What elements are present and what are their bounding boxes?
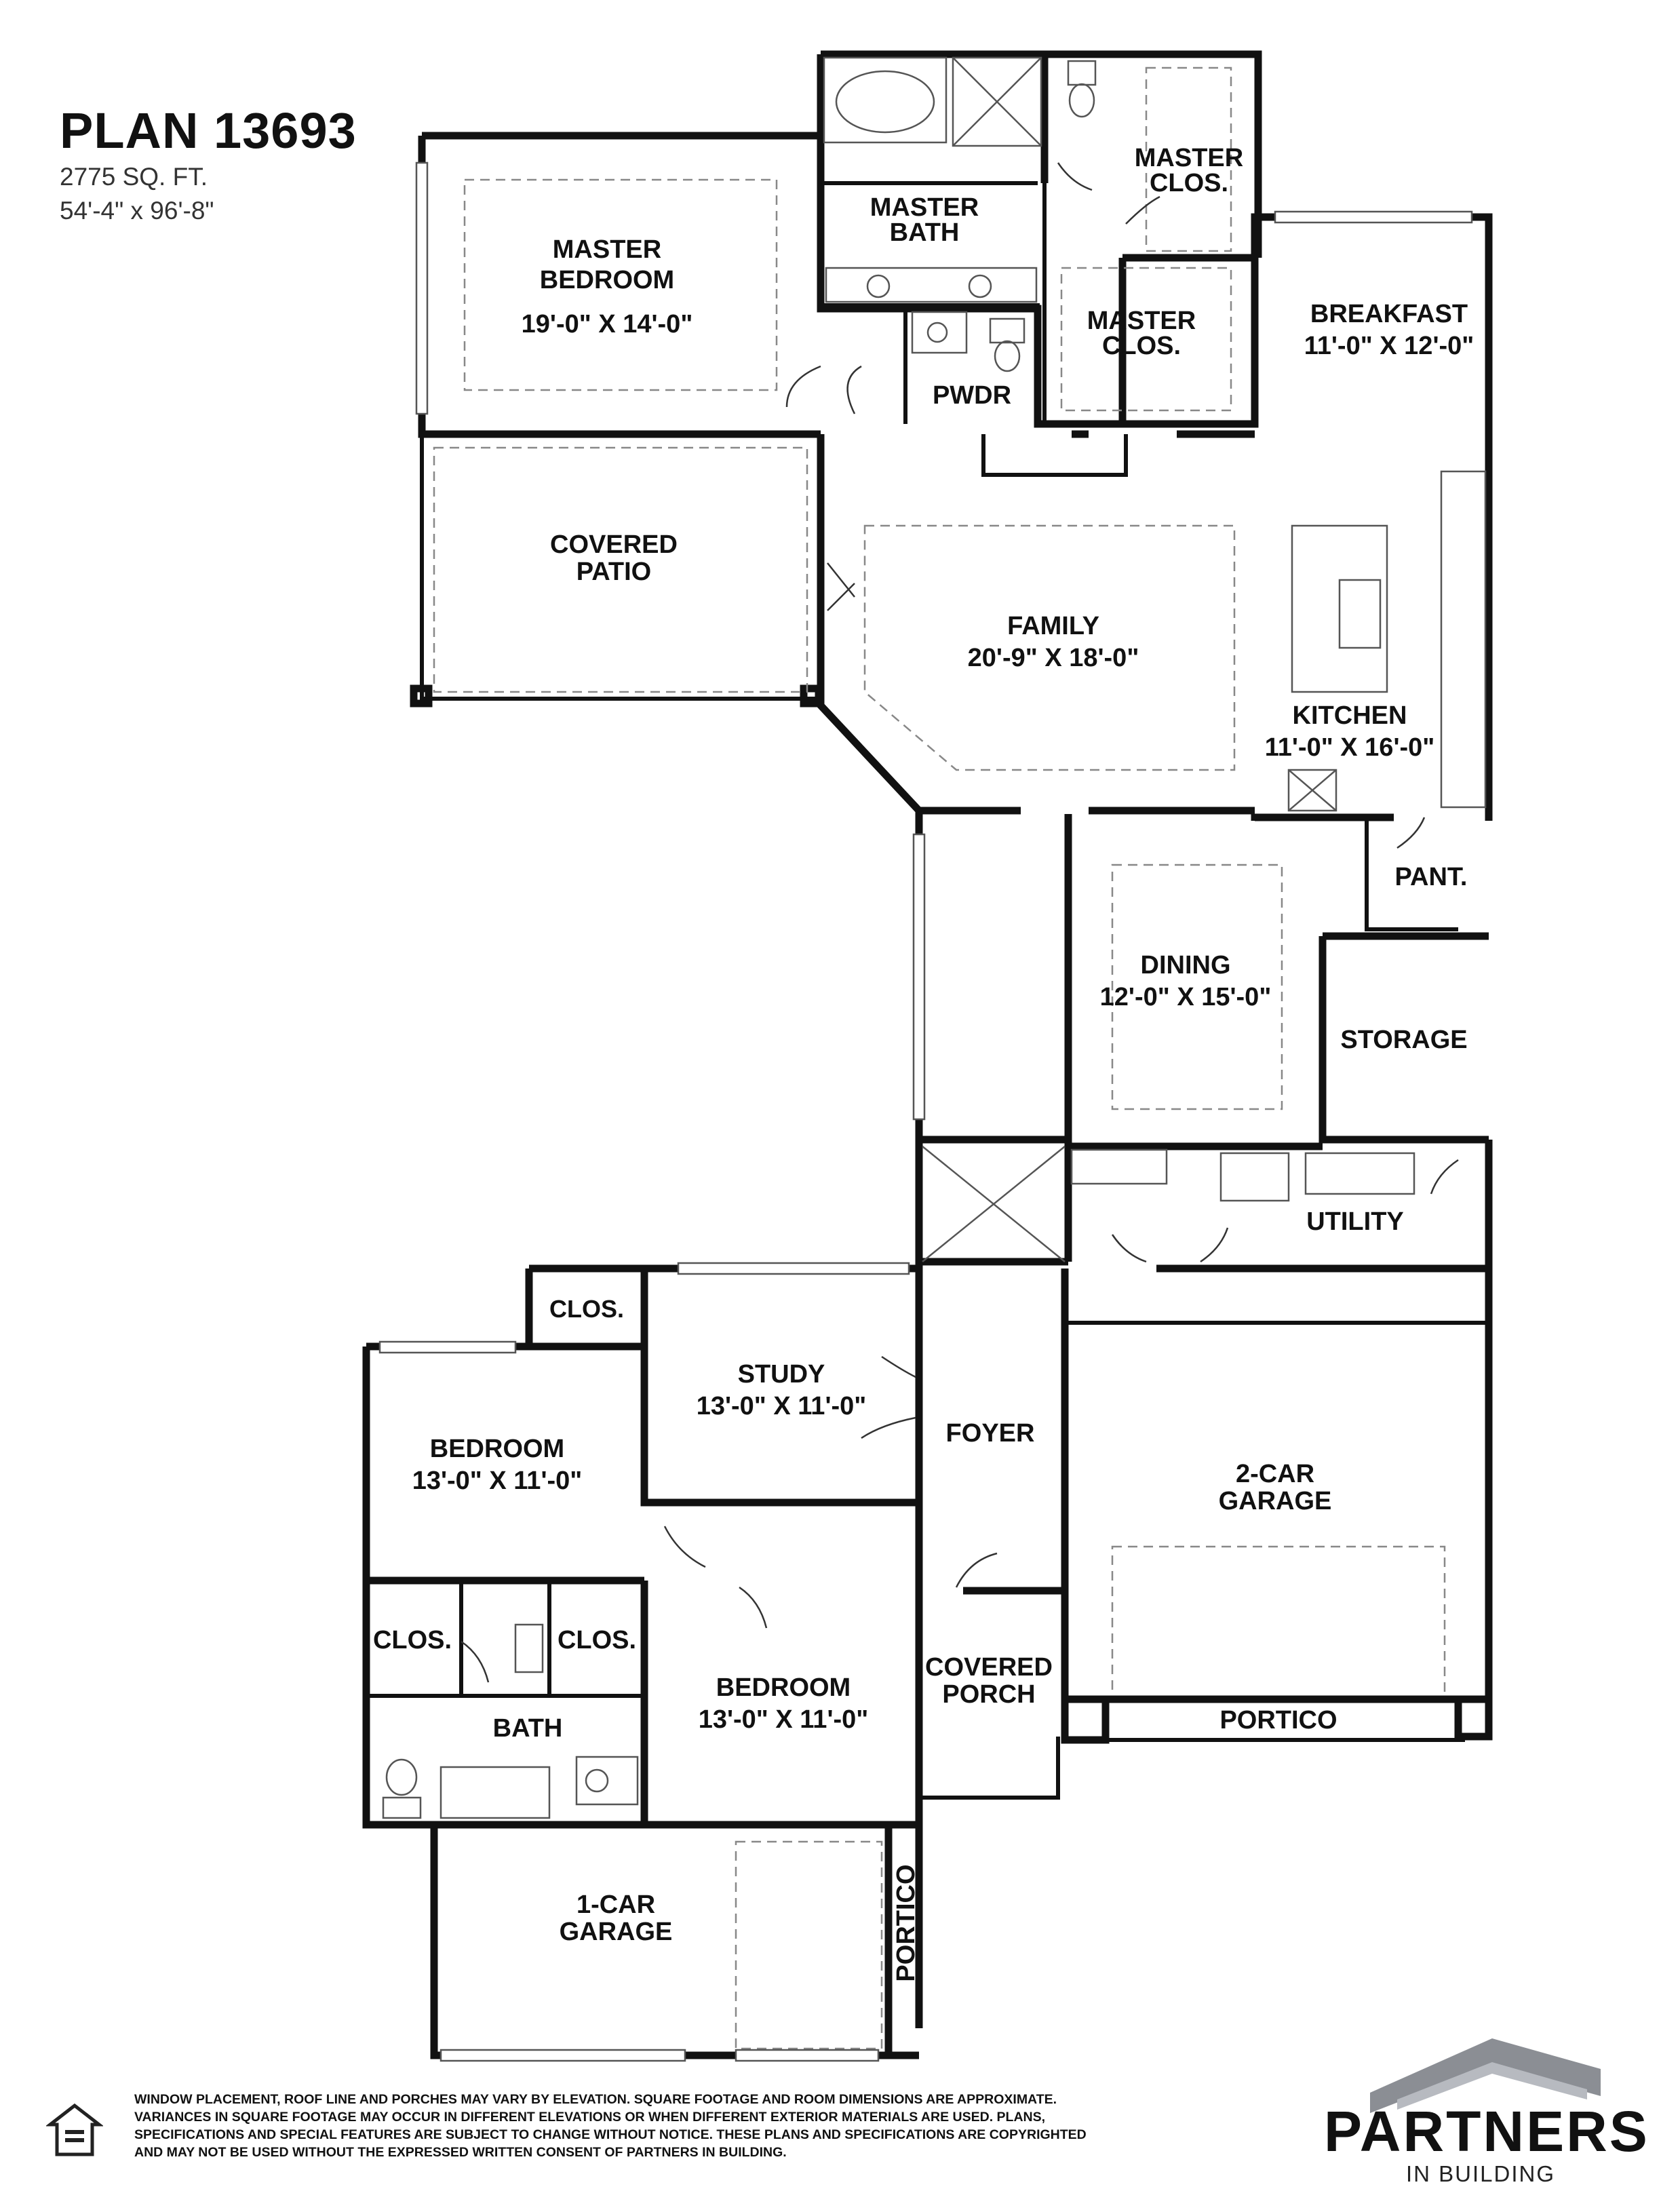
portico-main-label: PORTICO	[1219, 1706, 1337, 1735]
covered-patio-label: COVERED	[550, 530, 678, 559]
master-clos-upper-label-2: CLOS.	[1150, 169, 1228, 197]
master-clos-upper-label: MASTER	[1135, 144, 1243, 172]
bedroom-2-label: BEDROOM	[430, 1435, 564, 1463]
family-label: FAMILY	[1007, 612, 1099, 640]
bath-label: BATH	[493, 1714, 563, 1743]
master-fixtures	[823, 56, 1232, 412]
equal-housing-logo	[46, 2103, 103, 2156]
master-bedroom-size: 19'-0" X 14'-0"	[522, 310, 693, 338]
brand-subtitle: IN BUILDING	[1406, 2161, 1556, 2186]
disclaimer-line: AND MAY NOT BE USED WITHOUT THE EXPRESSE…	[134, 2145, 787, 2160]
study-garage-walls	[525, 1262, 1493, 2028]
master-bedroom-label-2: BEDROOM	[540, 266, 674, 294]
study-label: STUDY	[738, 1360, 825, 1389]
master-bath-label: MASTER	[870, 193, 979, 222]
portico-side-label: PORTICO	[892, 1864, 920, 1981]
bedroom-3-size: 13'-0" X 11'-0"	[699, 1705, 869, 1734]
master-clos-lower-label-2: CLOS.	[1102, 332, 1181, 360]
family-size: 20'-9" X 18'-0"	[968, 644, 1139, 672]
clos-right-label: CLOS.	[558, 1626, 636, 1654]
storage-label: STORAGE	[1340, 1026, 1467, 1054]
disclaimer-line: SPECIFICATIONS AND SPECIAL FEATURES ARE …	[134, 2127, 1087, 2142]
study-size: 13'-0" X 11'-0"	[697, 1392, 867, 1420]
dining-walls	[919, 814, 1493, 1737]
garage-1car-label-2: GARAGE	[560, 1918, 673, 1946]
door-swings	[461, 162, 1459, 1683]
kitchen-walls	[981, 430, 1487, 931]
garage-2car-label-2: GARAGE	[1219, 1487, 1332, 1515]
foyer-label: FOYER	[946, 1419, 1035, 1448]
kitchen-size: 11'-0" X 16'-0"	[1265, 733, 1435, 762]
pwdr-label: PWDR	[933, 381, 1011, 410]
covered-patio-label-2: PATIO	[577, 558, 651, 586]
plan-title: PLAN 13693	[60, 102, 357, 159]
pantry-label: PANT.	[1395, 863, 1468, 891]
dining-size: 12'-0" X 15'-0"	[1100, 983, 1272, 1011]
master-bath-label-2: BATH	[890, 218, 960, 247]
disclaimer-line: VARIANCES IN SQUARE FOOTAGE MAY OCCUR IN…	[134, 2110, 1046, 2125]
covered-porch-label: COVERED	[925, 1653, 1053, 1682]
square-footage: 2775 SQ. FT.	[60, 163, 208, 191]
study-clos-label: CLOS.	[549, 1295, 624, 1323]
overall-dimensions: 54'-4" x 96'-8"	[60, 197, 214, 225]
garage-2car-label: 2-CAR	[1236, 1460, 1314, 1488]
breakfast-size: 11'-0" X 12'-0"	[1304, 332, 1474, 360]
disclaimer-line: WINDOW PLACEMENT, ROOF LINE AND PORCHES …	[134, 2092, 1057, 2107]
utility-label: UTILITY	[1306, 1207, 1404, 1236]
master-bedroom-label: MASTER	[553, 235, 661, 264]
partners-roof-logo	[1370, 2038, 1601, 2113]
breakfast-label: BREAKFAST	[1310, 300, 1468, 328]
master-clos-lower-label: MASTER	[1087, 307, 1196, 335]
patio-family-walls	[410, 434, 1255, 1262]
brand-name: PARTNERS	[1324, 2099, 1649, 2163]
disclaimer: WINDOW PLACEMENT, ROOF LINE AND PORCHES …	[134, 2091, 1287, 2161]
bedroom-2-size: 13'-0" X 11'-0"	[412, 1467, 583, 1495]
bedroom-3-label: BEDROOM	[716, 1673, 851, 1702]
covered-porch-label-2: PORCH	[942, 1680, 1035, 1709]
clos-left-label: CLOS.	[373, 1626, 452, 1654]
kitchen-label: KITCHEN	[1293, 701, 1407, 730]
windows	[378, 161, 1473, 2062]
dining-label: DINING	[1141, 951, 1231, 980]
garage-1car-label: 1-CAR	[577, 1891, 655, 1919]
